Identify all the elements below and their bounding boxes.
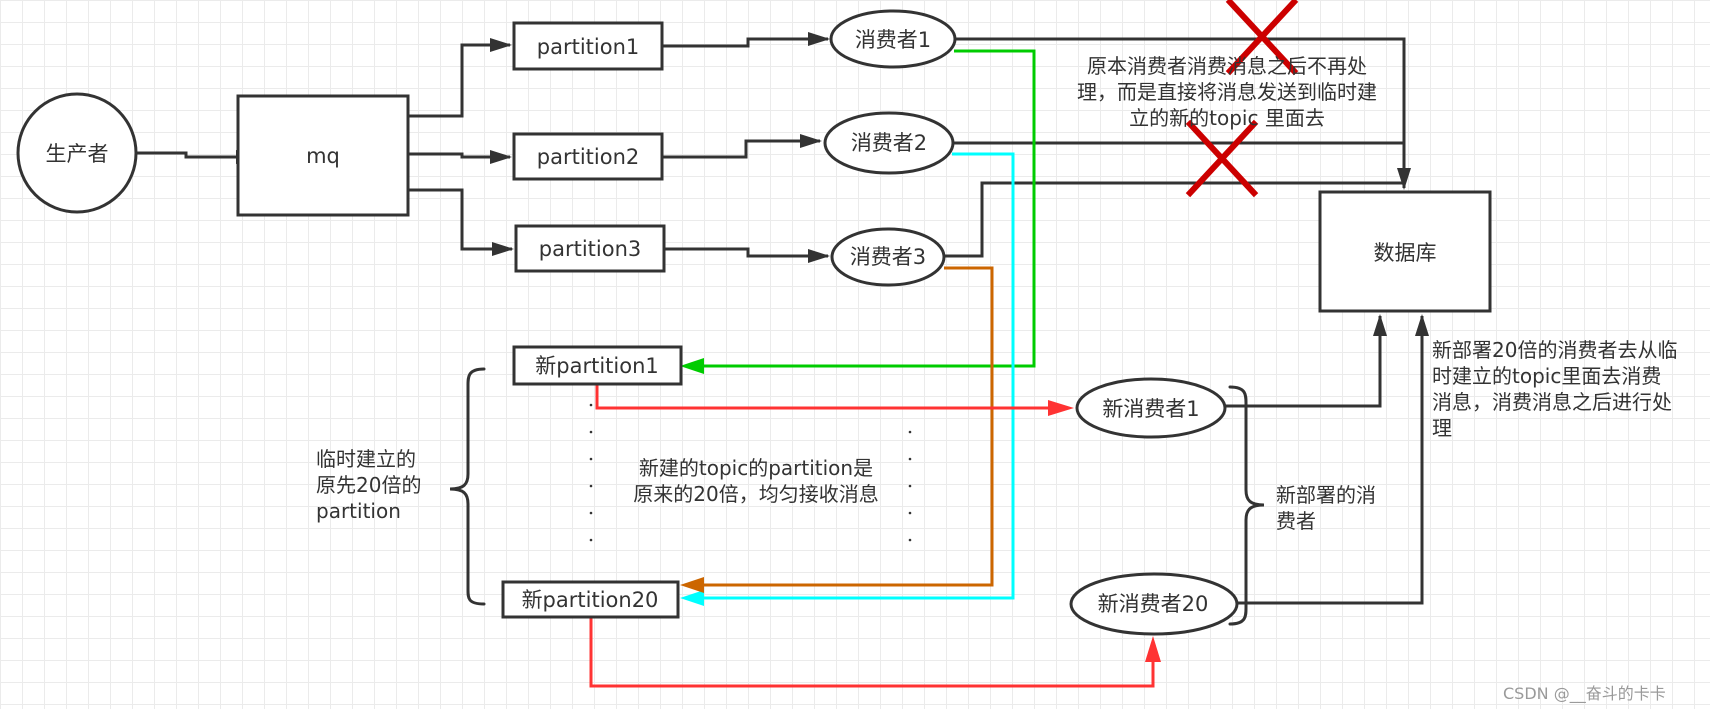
producer-to-mq-connector — [128, 151, 236, 159]
partition2-label: partition2 — [537, 145, 640, 169]
mq-label: mq — [306, 144, 340, 168]
annotation-top-line: 立的新的topic 里面去 — [1129, 106, 1325, 130]
new-consumer20-label: 新消费者20 — [1098, 592, 1209, 616]
ellipsis-dot — [908, 430, 912, 434]
arrowhead-new-consumer20-red — [1145, 636, 1161, 662]
new-partition20-node — [501, 580, 680, 619]
consumer2-to-new-partition20-connector — [700, 152, 1015, 600]
new-partition1-node — [512, 345, 683, 386]
consumer1-to-new-partition1-connector — [700, 49, 1036, 368]
arrowhead-consumer2 — [800, 134, 822, 148]
arrowhead-new-partition1-green — [680, 358, 704, 374]
partition3-to-consumer3-connector — [664, 247, 828, 258]
arrowhead-new-consumer1-red — [1048, 400, 1074, 416]
arrowhead-partition1 — [490, 38, 512, 52]
arrowhead-database-bottom-left — [1373, 314, 1387, 336]
annotation-bottom-line: 费者 — [1276, 509, 1316, 533]
consumer3-to-database-connector — [944, 181, 1404, 258]
new-consumer20-to-database-connector — [1232, 316, 1424, 605]
mq-to-partition2-connector — [408, 152, 510, 159]
ellipsis-dot — [589, 484, 593, 488]
new-consumer20-node — [1069, 572, 1239, 636]
consumer1-label: 消费者1 — [855, 28, 931, 52]
ellipsis-dot — [589, 430, 593, 434]
annotation-middle: 新建的topic的partition是 原来的20倍，均匀接收消息 — [596, 455, 916, 507]
annotation-right-line: 消息，消费消息之后进行处 — [1432, 390, 1672, 414]
ellipsis-dot — [589, 538, 593, 542]
ellipsis-dot — [908, 538, 912, 542]
consumer3-node — [830, 227, 946, 287]
annotation-middle-line: 新建的topic的partition是 — [638, 456, 874, 480]
annotation-left: 临时建立的 原先20倍的 partition — [316, 446, 421, 524]
cross-mark-consumer2-path — [1185, 119, 1259, 198]
new-partition20-to-new-consumer20-connector — [589, 617, 1155, 688]
partition1-node — [512, 21, 664, 71]
annotation-left-line: 临时建立的 — [316, 447, 416, 471]
mq-to-partition3-connector — [408, 188, 512, 251]
arrowhead-database-top — [1397, 168, 1411, 190]
consumer3-label: 消费者3 — [850, 245, 926, 269]
consumer2-label: 消费者2 — [851, 131, 927, 155]
ellipsis-dot — [908, 457, 912, 461]
partition1-label: partition1 — [537, 35, 640, 59]
annotation-right-line: 新部署20倍的消费者去从临 — [1432, 338, 1678, 362]
annotation-left-line: partition — [316, 499, 401, 523]
arrowhead-new-partition20-orange — [680, 577, 704, 593]
database-node — [1318, 190, 1492, 313]
new-partition1-to-new-consumer1-connector — [595, 384, 1048, 410]
producer-node — [16, 92, 138, 214]
annotation-bottom-line: 新部署的消 — [1276, 483, 1376, 507]
annotation-bottom: 新部署的消 费者 — [1276, 482, 1376, 534]
arrowhead-partition2 — [490, 150, 512, 164]
ellipsis-dot — [589, 403, 593, 407]
new-consumer1-node — [1075, 377, 1227, 439]
left-brace — [449, 367, 486, 606]
new-partition20-label: 新partition20 — [522, 588, 659, 612]
arrowhead-partition3 — [492, 242, 514, 256]
database-label: 数据库 — [1374, 241, 1437, 265]
partition3-node — [514, 224, 666, 273]
new-consumer1-label: 新消费者1 — [1102, 397, 1199, 421]
annotation-right: 新部署20倍的消费者去从临 时建立的topic里面去消费 消息，消费消息之后进行… — [1432, 337, 1677, 441]
consumer2-node — [823, 111, 955, 175]
arrowhead-consumer1 — [808, 32, 830, 46]
arrowhead-consumer3 — [808, 249, 830, 263]
annotation-top-line: 原本消费者消费消息之后不再处 — [1087, 54, 1367, 78]
ellipsis-dot — [908, 511, 912, 515]
ellipsis-dot — [908, 484, 912, 488]
annotation-middle-line: 原来的20倍，均匀接收消息 — [633, 482, 879, 506]
ellipsis-dot — [589, 511, 593, 515]
ellipsis-dot — [589, 457, 593, 461]
arrowhead-database-bottom-right — [1415, 314, 1429, 336]
cross-mark-consumer1-path — [1225, 0, 1299, 76]
right-brace — [1228, 385, 1265, 626]
annotation-left-line: 原先20倍的 — [316, 473, 422, 497]
annotation-right-line: 时建立的topic里面去消费 — [1432, 364, 1662, 388]
partition1-to-consumer1-connector — [662, 37, 828, 48]
annotation-top-line: 理，而是直接将消息发送到临时建 — [1077, 80, 1377, 104]
annotation-top: 原本消费者消费消息之后不再处 理，而是直接将消息发送到临时建 立的新的topic… — [1057, 53, 1397, 131]
consumer1-to-database-connector — [954, 37, 1406, 188]
mq-to-partition1-connector — [408, 43, 510, 118]
producer-label: 生产者 — [46, 142, 109, 166]
partition3-label: partition3 — [539, 237, 642, 261]
partition2-to-consumer2-connector — [662, 139, 820, 159]
arrowhead-new-partition20-cyan — [680, 590, 704, 606]
annotation-right-line: 理 — [1432, 416, 1452, 440]
partition2-node — [512, 132, 664, 181]
new-partition1-label: 新partition1 — [535, 354, 659, 378]
mq-node — [236, 94, 410, 217]
consumer3-to-new-partition20-connector — [700, 266, 994, 587]
watermark: CSDN @__奋斗的卡卡 — [1503, 684, 1666, 703]
new-consumer1-to-database-connector — [1226, 316, 1382, 408]
consumer1-node — [829, 9, 957, 69]
